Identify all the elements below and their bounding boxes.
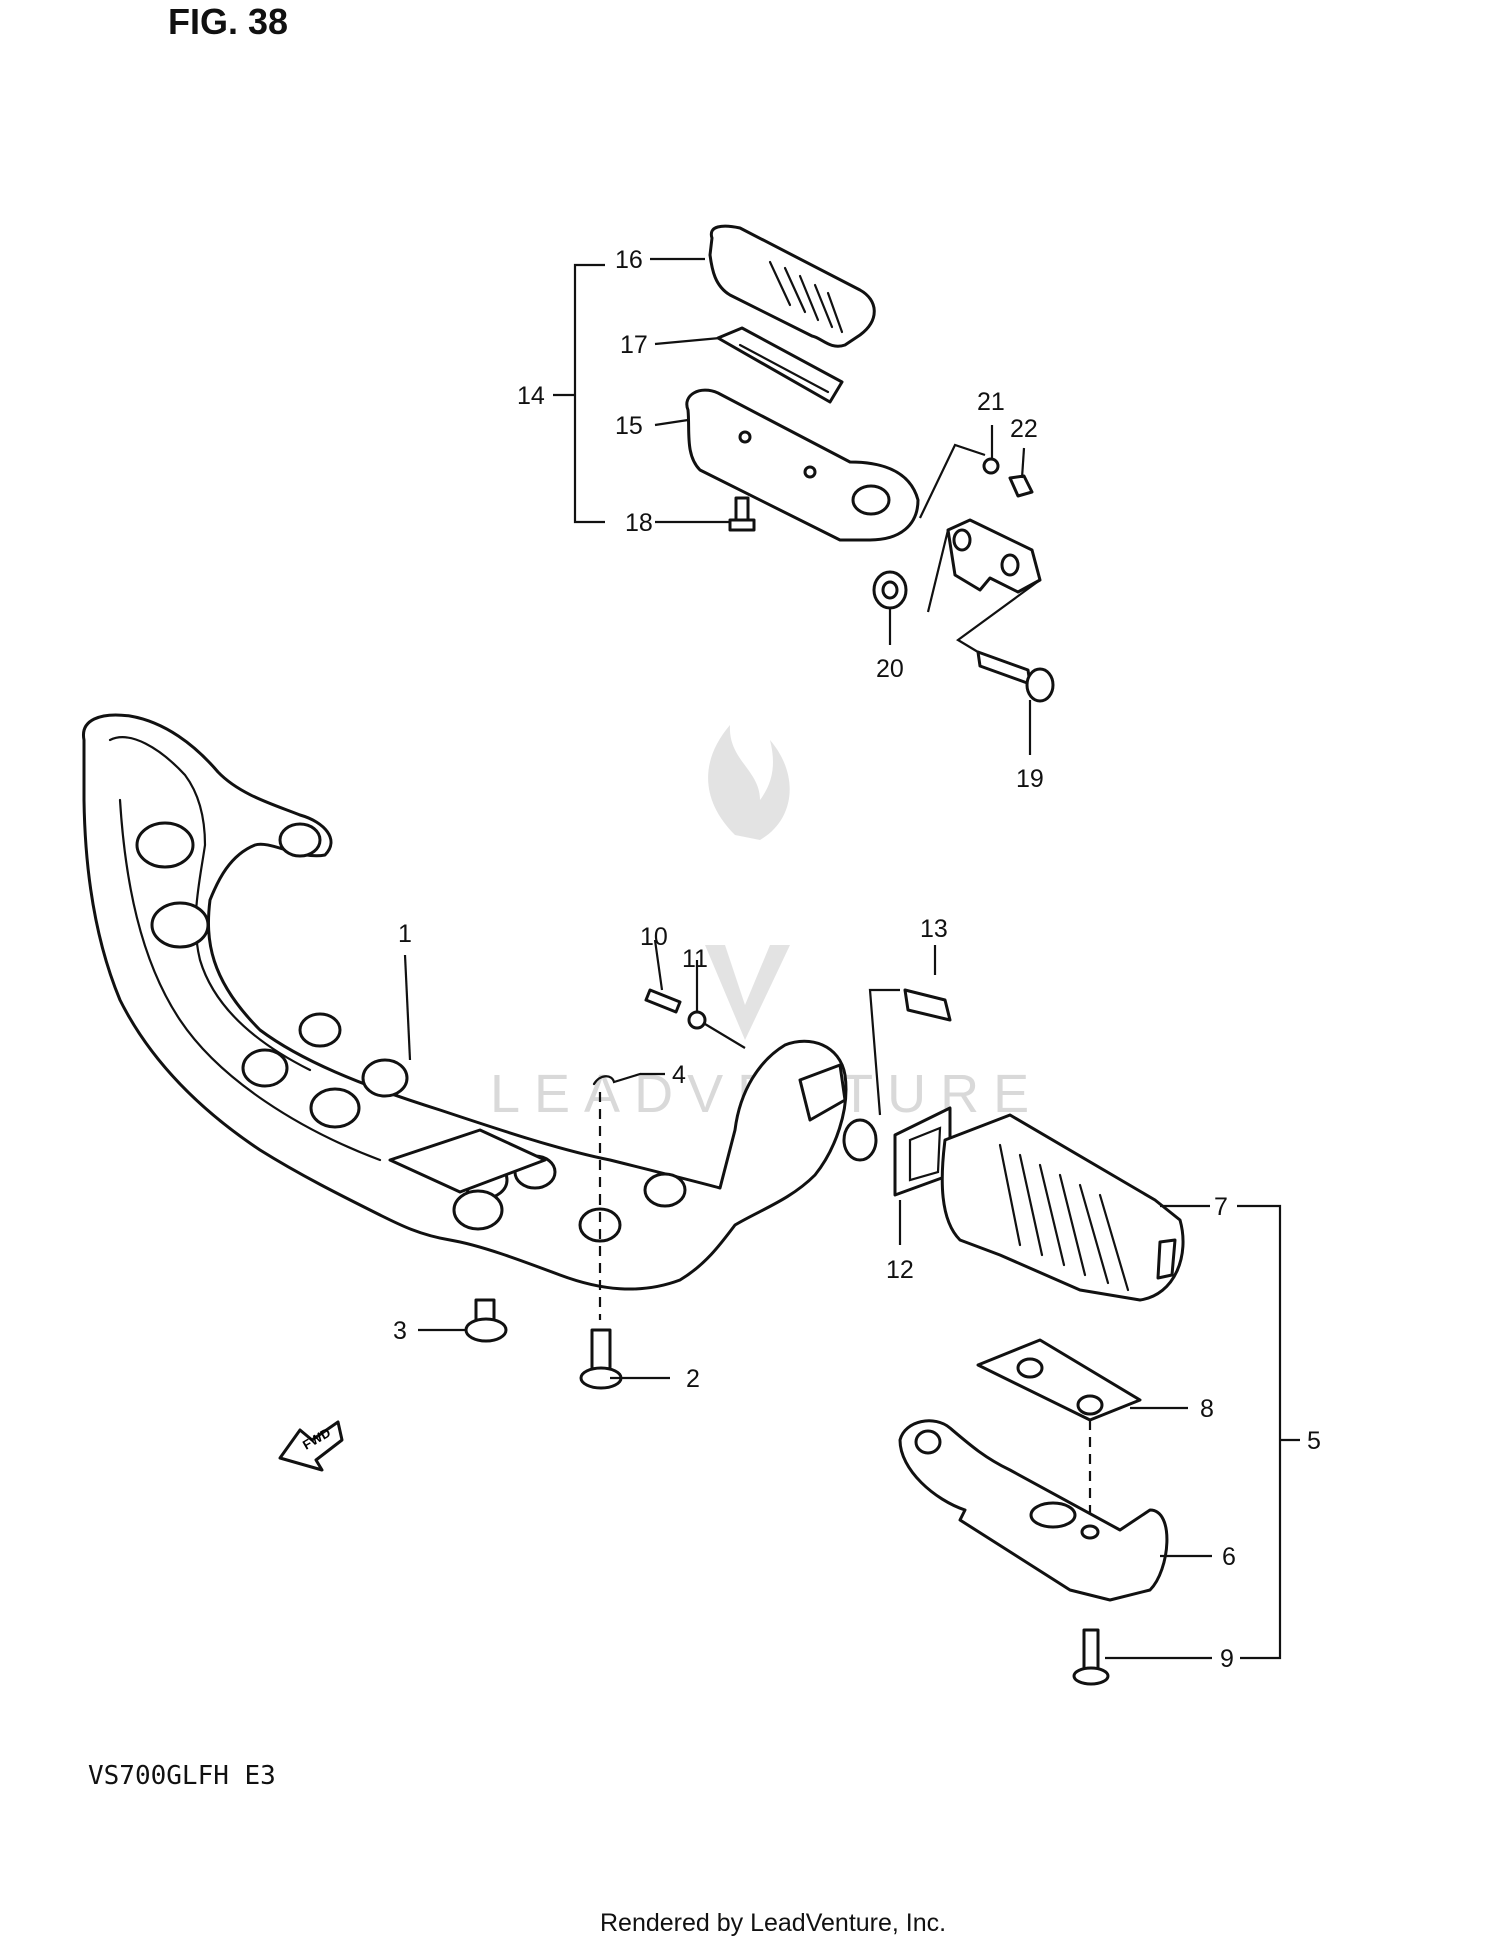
callout-11: 11 xyxy=(682,945,708,973)
callout-5: 5 xyxy=(1307,1427,1321,1455)
callout-labels: 1 2 3 4 5 6 7 8 9 10 11 12 13 14 15 16 1… xyxy=(393,246,1321,1673)
callout-4: 4 xyxy=(672,1061,686,1089)
callout-10: 10 xyxy=(640,923,668,951)
bolt-3 xyxy=(464,1298,508,1343)
bolt-13 xyxy=(903,988,952,1022)
callout-6: 6 xyxy=(1222,1543,1236,1571)
callout-16: 16 xyxy=(615,246,643,274)
spring-22 xyxy=(1008,474,1034,498)
callout-21: 21 xyxy=(977,388,1005,416)
model-code: VS700GLFH E3 xyxy=(88,1761,276,1791)
figure-title: FIG. 38 xyxy=(168,1,288,42)
screw-9 xyxy=(1072,1628,1110,1686)
forward-arrow-icon: FWD xyxy=(278,1420,344,1472)
washer-11 xyxy=(687,1010,707,1030)
bolt-2 xyxy=(579,1195,623,1390)
footrest-rubber-7 xyxy=(940,1113,1185,1302)
footrest-bracket-6 xyxy=(898,1419,1169,1602)
rear-footrest-assembly xyxy=(685,224,1055,703)
leader-lines xyxy=(403,257,1300,1660)
callout-20: 20 xyxy=(876,655,904,683)
footer-credit: Rendered by LeadVenture, Inc. xyxy=(600,1909,946,1937)
callout-8: 8 xyxy=(1200,1395,1214,1423)
callout-7: 7 xyxy=(1214,1193,1228,1221)
pin-19 xyxy=(976,650,1032,686)
ball-21 xyxy=(982,457,1000,475)
callout-22: 22 xyxy=(1010,415,1038,443)
step-bracket-1 xyxy=(82,713,878,1291)
footrest-bracket-15 xyxy=(685,388,920,542)
callout-9: 9 xyxy=(1220,1645,1234,1673)
callout-19: 19 xyxy=(1016,765,1044,793)
callout-13: 13 xyxy=(920,915,948,943)
callout-14: 14 xyxy=(517,382,545,410)
callout-2: 2 xyxy=(686,1365,700,1393)
cotter-pin-4 xyxy=(592,1072,642,1086)
bolt-10 xyxy=(644,988,682,1014)
footrest-plate-8 xyxy=(976,1338,1142,1422)
callout-1: 1 xyxy=(398,920,412,948)
callout-3: 3 xyxy=(393,1317,407,1345)
callout-12: 12 xyxy=(886,1256,914,1284)
callout-18: 18 xyxy=(625,509,653,537)
callout-17: 17 xyxy=(620,331,648,359)
callout-15: 15 xyxy=(615,412,643,440)
screw-18 xyxy=(734,496,750,522)
